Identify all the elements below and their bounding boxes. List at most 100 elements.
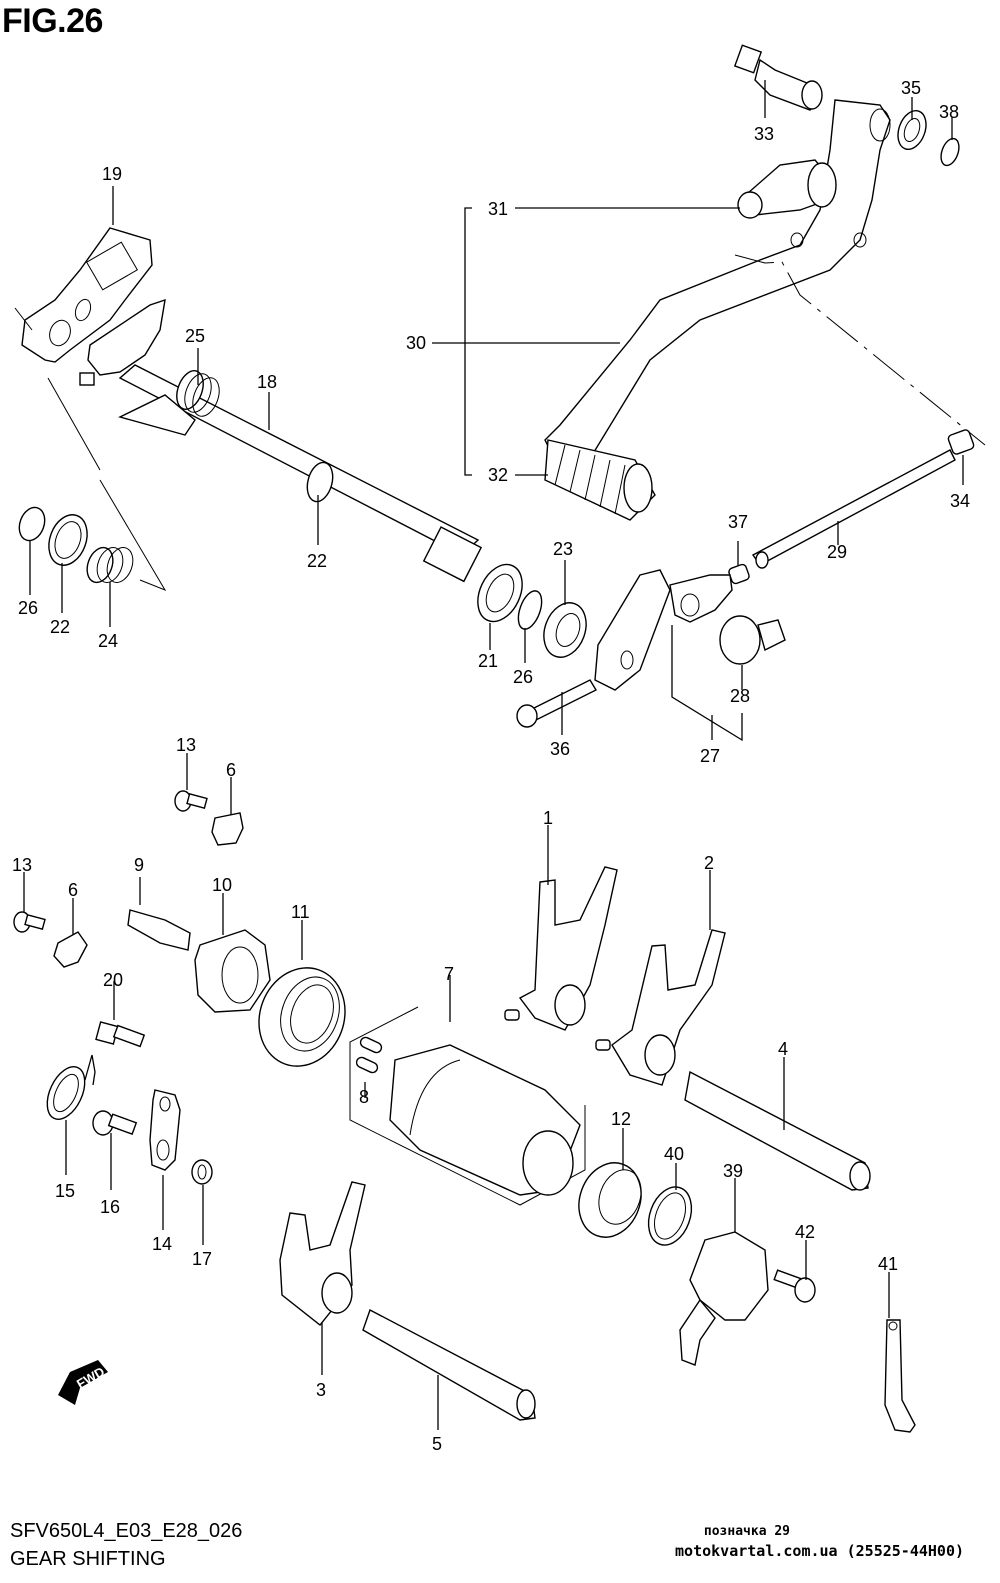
part-9-pin [127, 909, 191, 951]
callout-35: 35 [901, 78, 921, 98]
part-34-nut [947, 429, 975, 455]
callout-26a: 26 [18, 598, 38, 618]
callout-29: 29 [827, 542, 847, 562]
figure-name: GEAR SHIFTING [10, 1548, 166, 1570]
callout-2: 2 [704, 853, 714, 873]
part-6-plate-top [211, 812, 244, 846]
part-4-fork-shaft [684, 1070, 871, 1191]
callout-21: 21 [478, 651, 498, 671]
callout-9: 9 [134, 855, 144, 875]
callout-3: 3 [316, 1380, 326, 1400]
part-21-washer [477, 563, 523, 623]
part-20-bolt [95, 1021, 146, 1048]
part-6-plate-left [53, 931, 88, 968]
callout-13a: 13 [176, 735, 196, 755]
leader-lines [23, 80, 964, 1430]
part-35-washer [897, 109, 927, 151]
part-41-clamp [884, 1319, 916, 1433]
part-26-circlip-b [517, 590, 543, 630]
callout-36: 36 [550, 739, 570, 759]
callout-25: 25 [185, 326, 205, 346]
callout-14: 14 [152, 1234, 172, 1254]
part-23-oil-seal [543, 602, 587, 658]
callout-18: 18 [257, 372, 277, 392]
part-22-washer [48, 514, 88, 566]
callout-33: 33 [754, 124, 774, 144]
callout-30: 30 [406, 333, 426, 353]
part-12-needle-bearing [578, 1162, 642, 1238]
figure-title: FIG.26 [2, 2, 103, 40]
part-28-rod-end-cap [719, 615, 786, 665]
callout-31: 31 [488, 199, 508, 219]
part-29-gearshift-link-rod [751, 449, 956, 569]
callout-12: 12 [611, 1109, 631, 1129]
callout-11: 11 [291, 902, 310, 922]
guide-line-right [734, 254, 986, 446]
callout-labels: 19 25 18 22 26 22 24 21 26 23 36 27 28 3… [12, 78, 970, 1454]
callout-42: 42 [795, 1222, 815, 1242]
part-22-washer-on-shaft [306, 461, 334, 503]
callout-6b: 6 [68, 880, 78, 900]
callout-15: 15 [55, 1181, 75, 1201]
part-36-arm-bolt [516, 679, 597, 728]
part-15-spring [46, 1054, 96, 1120]
callout-22a: 22 [307, 551, 327, 571]
part-26-circlip [18, 506, 46, 542]
watermark-line-2: motokvartal.com.ua (25525-44H00) [675, 1542, 964, 1560]
callout-13b: 13 [12, 855, 32, 875]
part-13-screw-top [174, 790, 208, 812]
part-25-return-spring [118, 370, 220, 436]
callout-22b: 22 [50, 617, 70, 637]
callout-28: 28 [730, 686, 750, 706]
callout-26b: 26 [513, 667, 533, 687]
part-10-gear-shift-cam-driven-gear [194, 929, 271, 1013]
fwd-arrow: FWD [58, 1360, 108, 1405]
callout-7: 7 [444, 964, 454, 984]
guide-line-left [14, 307, 33, 331]
part-16-bolt [92, 1110, 138, 1136]
watermark-line-1: позначка 29 [703, 1524, 790, 1539]
part-3-shift-fork [279, 1181, 366, 1326]
callout-19: 19 [102, 164, 122, 184]
callout-40: 40 [664, 1144, 684, 1164]
callout-23: 23 [553, 539, 573, 559]
callout-41: 41 [878, 1254, 898, 1274]
callout-6a: 6 [226, 760, 236, 780]
part-42-bolt [773, 1269, 816, 1303]
part-5-fork-shaft [362, 1309, 536, 1421]
part-19-shift-plate [21, 227, 153, 363]
callout-5: 5 [432, 1434, 442, 1454]
part-27-shift-arm-link [594, 569, 733, 691]
callout-34: 34 [950, 491, 970, 511]
part-7-gear-shift-cam [349, 1006, 586, 1206]
part-2-shift-fork [595, 929, 726, 1086]
callout-24: 24 [98, 631, 118, 651]
callout-1: 1 [543, 808, 553, 828]
part-11-bearing [258, 967, 346, 1067]
part-32-footpeg-rubber [544, 439, 656, 521]
callout-8: 8 [359, 1087, 369, 1107]
callout-39: 39 [723, 1161, 743, 1181]
part-39-gear-position-sensor [679, 1231, 769, 1366]
callout-20: 20 [103, 970, 123, 990]
part-1-shift-fork [504, 866, 618, 1031]
part-38-circlip [940, 137, 960, 167]
part-8-pin [359, 1036, 383, 1054]
callout-32: 32 [488, 465, 508, 485]
callout-17: 17 [192, 1249, 212, 1269]
part-13-screw-left [13, 911, 46, 933]
callout-37: 37 [728, 512, 748, 532]
callout-38: 38 [939, 102, 959, 122]
part-40-o-ring [647, 1186, 693, 1246]
callout-27: 27 [700, 746, 720, 766]
callout-10: 10 [212, 875, 232, 895]
part-31-rod-end [737, 159, 837, 219]
part-24-spring [86, 546, 134, 584]
part-30-gearshift-lever [544, 99, 891, 476]
part-14-stopper-lever [149, 1089, 181, 1171]
callout-16: 16 [100, 1197, 120, 1217]
callout-4: 4 [778, 1039, 788, 1059]
part-17-washer [191, 1159, 213, 1185]
part-33-lever-bolt [733, 44, 823, 111]
